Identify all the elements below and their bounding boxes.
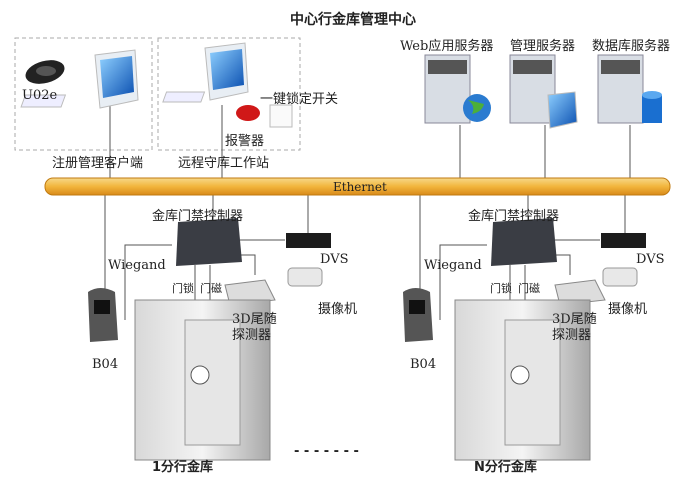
u02e-fingerprint-reader-icon <box>25 60 65 84</box>
lock-switch-label: 一键锁定开关 <box>260 92 339 107</box>
camera-label: 摄像机 <box>318 302 358 317</box>
client-box-registration <box>14 37 153 151</box>
dvs-label: DVS <box>636 252 665 267</box>
u02e-label: U02e <box>22 88 58 103</box>
dvs-icon <box>286 233 331 248</box>
camera-label: 摄像机 <box>608 302 648 317</box>
controller-label: 金库门禁控制器 <box>152 209 244 224</box>
management-server-label: 管理服务器 <box>510 39 576 54</box>
dvs-icon <box>601 233 646 248</box>
remote-workstation-label: 远程守库工作站 <box>178 156 270 171</box>
door-lock-label: 门锁 <box>172 282 194 295</box>
wiegand-label: Wiegand <box>108 258 166 273</box>
branch-name: 1分行金库 <box>152 460 214 475</box>
access-controller-icon <box>491 218 557 266</box>
branch-name: N分行金库 <box>474 460 537 475</box>
detector-label-2: 探测器 <box>232 328 272 343</box>
management-server-icon <box>509 54 578 129</box>
reader-label: B04 <box>92 357 119 372</box>
client-box-remote <box>157 37 301 151</box>
b04-reader-icon <box>88 288 118 342</box>
connection-lines <box>104 105 631 320</box>
reader-label: B04 <box>410 357 437 372</box>
door-sensor-label: 门磁 <box>518 282 540 295</box>
alarm-label: 报警器 <box>225 134 265 149</box>
alarm-icon <box>236 105 260 121</box>
3d-detector-icon <box>554 279 606 306</box>
access-controller-icon <box>176 218 242 266</box>
web-server-icon <box>424 54 491 124</box>
database-server-label: 数据库服务器 <box>592 39 671 54</box>
door-lock-label: 门锁 <box>490 282 512 295</box>
detector-label-2: 探测器 <box>552 328 592 343</box>
remote-computer-icon <box>162 42 249 103</box>
camera-icon <box>602 267 638 287</box>
registration-computer-icon <box>20 49 139 109</box>
camera-icon <box>287 267 323 287</box>
detector-label: 3D尾随 <box>552 312 597 327</box>
branch-1-equipment <box>88 218 331 461</box>
dvs-label: DVS <box>320 252 349 267</box>
branch-n-equipment <box>403 218 646 461</box>
detector-label: 3D尾随 <box>232 312 277 327</box>
database-server-icon <box>597 54 662 124</box>
registration-client-label: 注册管理客户端 <box>52 156 144 171</box>
door-sensor-label: 门磁 <box>200 282 222 295</box>
page-title: 中心行金库管理中心 <box>290 12 416 28</box>
3d-detector-icon <box>224 279 276 306</box>
ethernet-label: Ethernet <box>333 180 387 194</box>
lock-switch-icon <box>269 104 293 128</box>
web-server-label: Web应用服务器 <box>400 39 494 54</box>
wiegand-label: Wiegand <box>424 258 482 273</box>
ethernet-bus <box>44 177 671 196</box>
controller-label: 金库门禁控制器 <box>468 209 560 224</box>
ellipsis-dots: - - - - - - - <box>294 444 359 459</box>
b04-reader-icon <box>403 288 433 342</box>
